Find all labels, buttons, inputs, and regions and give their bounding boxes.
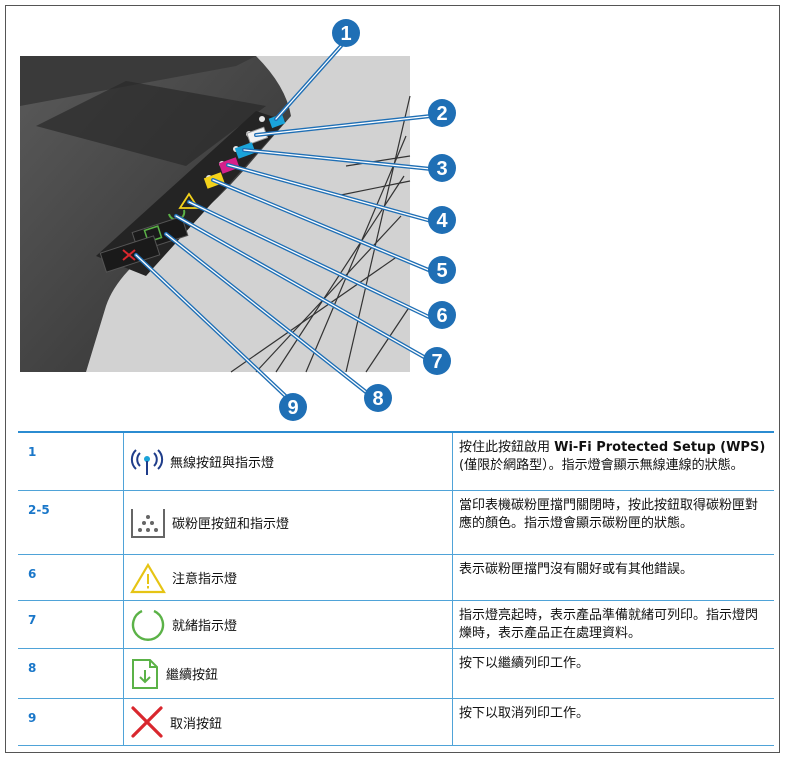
wireless-led-icon[interactable]	[268, 113, 286, 129]
svg-text:4: 4	[436, 210, 448, 232]
callout-2: 2	[428, 99, 456, 127]
svg-text:5: 5	[436, 260, 447, 282]
ready-icon	[130, 607, 166, 643]
row-item: 無線按鈕與指示燈	[124, 433, 453, 490]
svg-text:1: 1	[340, 23, 351, 45]
row-number: 2-5	[18, 491, 124, 554]
callout-7: 7	[423, 347, 451, 375]
row-description: 按下以取消列印工作。	[459, 706, 590, 721]
svg-text:8: 8	[372, 388, 383, 410]
row-description: 按住此按鈕啟用 Wi-Fi Protected Setup (WPS)(僅限於網…	[459, 440, 766, 473]
row-label: 就緒指示燈	[172, 619, 238, 634]
svg-text:3: 3	[436, 158, 447, 180]
row-number: 1	[18, 433, 124, 490]
row-item: 取消按鈕	[124, 699, 453, 745]
table-row: 2-5 碳粉匣按鈕和指示燈 當印表機碳粉匣擋門關閉時，按此按鈕取得碳粉匣對應的顏…	[18, 490, 774, 554]
row-description: 按下以繼續列印工作。	[459, 656, 590, 671]
row-item: 注意指示燈	[124, 555, 453, 600]
row-number: 9	[18, 699, 124, 745]
svg-text:6: 6	[436, 305, 447, 327]
row-item: 繼續按鈕	[124, 649, 453, 698]
resume-icon	[130, 658, 160, 690]
cancel-icon	[130, 705, 164, 739]
row-label: 繼續按鈕	[166, 668, 219, 683]
row-number: 7	[18, 601, 124, 648]
table-row: 9 取消按鈕 按下以取消列印工作。	[18, 698, 774, 746]
svg-text:2: 2	[436, 103, 447, 125]
table-row: 8 繼續按鈕 按下以繼續列印工作。	[18, 648, 774, 698]
svg-text:9: 9	[287, 397, 298, 419]
row-label: 無線按鈕與指示燈	[170, 456, 275, 471]
attention-led-icon	[178, 192, 200, 209]
callout-6: 6	[428, 301, 456, 329]
row-label: 取消按鈕	[170, 716, 223, 732]
row-number: 6	[18, 555, 124, 600]
callout-5: 5	[428, 256, 456, 284]
svg-text:7: 7	[431, 351, 442, 373]
attention-icon	[130, 562, 166, 594]
row-label: 注意指示燈	[172, 572, 238, 587]
row-item: 碳粉匣按鈕和指示燈	[124, 491, 453, 554]
callout-9: 9	[279, 393, 307, 421]
callout-1: 1	[332, 19, 360, 47]
table-row: 1 無線按鈕與指示燈 按住此按鈕啟用 Wi-Fi Protected Setup…	[18, 431, 774, 490]
table-row: 7 就緒指示燈 指示燈亮起時，表示產品準備就緒可列印。指示燈閃爍時，表示產品正在…	[18, 600, 774, 648]
toner-icon	[130, 507, 166, 539]
callout-8: 8	[364, 384, 392, 412]
wireless-icon	[130, 447, 164, 477]
row-number: 8	[18, 649, 124, 698]
callout-3: 3	[428, 154, 456, 182]
row-description: 當印表機碳粉匣擋門關閉時，按此按鈕取得碳粉匣對應的顏色。指示燈會顯示碳粉匣的狀態…	[459, 498, 759, 531]
row-description: 指示燈亮起時，表示產品準備就緒可列印。指示燈閃爍時，表示產品正在處理資料。	[459, 608, 759, 641]
row-label: 碳粉匣按鈕和指示燈	[172, 517, 290, 532]
page-frame: 1 2 3 4 5 6 7 8 9 1 無線按鈕與指示燈 按住此按鈕啟用 Wi-…	[5, 5, 780, 753]
callout-4: 4	[428, 206, 456, 234]
control-panel-table: 1 無線按鈕與指示燈 按住此按鈕啟用 Wi-Fi Protected Setup…	[18, 431, 774, 746]
control-panel-diagram: 1 2 3 4 5 6 7 8 9	[20, 19, 456, 421]
row-item: 就緒指示燈	[124, 601, 453, 648]
row-description: 表示碳粉匣擋門沒有關好或有其他錯誤。	[459, 562, 694, 577]
table-row: 6 注意指示燈 表示碳粉匣擋門沒有關好或有其他錯誤。	[18, 554, 774, 600]
